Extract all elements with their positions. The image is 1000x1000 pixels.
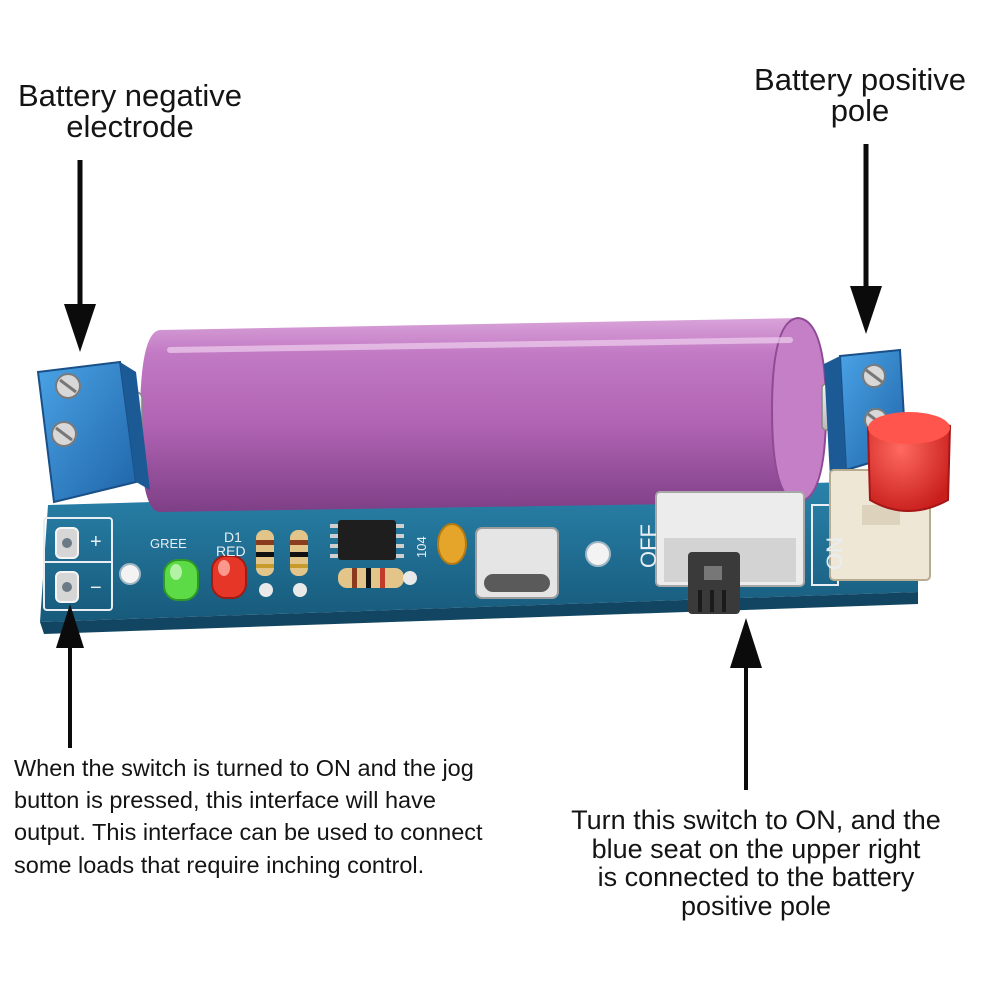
label-jog-line2: button is pressed, this interface will h… — [14, 787, 436, 814]
label-battery-negative-line1: Battery negative — [17, 78, 243, 113]
led-red — [211, 555, 247, 599]
silk-green: GREE — [150, 536, 187, 551]
arrow-switch-head — [730, 618, 762, 668]
label-jog-line4: some loads that require inching control. — [14, 851, 425, 878]
capacitor — [437, 523, 467, 565]
output-pads — [55, 527, 79, 603]
label-switch-on: Turn this switch to ON, and the blue sea… — [548, 806, 964, 920]
slide-switch — [655, 491, 805, 614]
label-jog-output: When the switch is turned to ON and the … — [14, 752, 534, 881]
label-switch-line2: blue seat on the upper right — [591, 833, 921, 864]
label-battery-positive-line1: Battery positive — [754, 62, 966, 97]
arrows — [56, 144, 882, 790]
label-battery-positive: Battery positive pole — [745, 64, 975, 126]
battery-cell — [140, 316, 828, 512]
label-jog-line3: output. This interface can be used to co… — [14, 819, 483, 846]
silk-d1: D1 — [224, 529, 242, 545]
jog-push-button — [829, 412, 952, 581]
label-battery-positive-line2: pole — [830, 93, 890, 128]
label-switch-line3: is connected to the battery — [597, 862, 915, 893]
terminal-block-negative — [36, 360, 150, 504]
label-jog-line1: When the switch is turned to ON and the … — [14, 755, 474, 781]
resistors — [256, 530, 417, 597]
label-switch-line4: positive pole — [680, 890, 832, 921]
led-green — [163, 559, 199, 601]
silk-plus: + — [90, 531, 102, 553]
arrow-positive-head — [850, 286, 882, 334]
silk-cap-code: 104 — [414, 536, 429, 558]
label-battery-negative-line2: electrode — [66, 109, 194, 144]
silk-on: ON — [822, 537, 847, 570]
arrow-negative-head — [64, 304, 96, 352]
silk-minus: − — [90, 577, 102, 599]
arrow-output-head — [56, 604, 84, 648]
label-battery-negative: Battery negative electrode — [12, 80, 248, 142]
silk-off: OFF — [636, 524, 661, 568]
label-switch-line1: Turn this switch to ON, and the — [571, 805, 941, 835]
ic-chip — [330, 520, 404, 560]
usb-c-port — [475, 527, 559, 599]
silk-red: RED — [216, 543, 246, 559]
